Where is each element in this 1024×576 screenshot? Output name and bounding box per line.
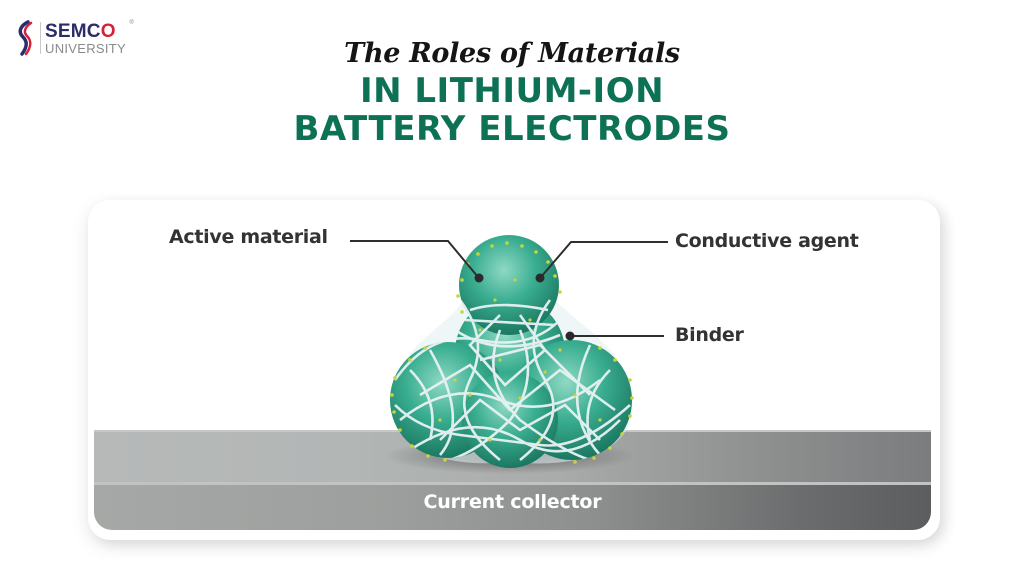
active-material-marker	[474, 273, 484, 283]
page-title: The Roles of Materials IN LITHIUM-ION BA…	[0, 38, 1024, 148]
conductive-agent-label: Conductive agent	[675, 230, 859, 252]
logo-brand: SEMCO®	[45, 19, 135, 42]
title-main-line-2: BATTERY ELECTRODES	[293, 109, 731, 149]
logo-subtitle: UNIVERSITY	[45, 40, 127, 56]
title-script-line: The Roles of Materials	[344, 38, 680, 69]
binder-network	[393, 299, 632, 462]
semco-university-logo: SEMCO® UNIVERSITY	[14, 18, 135, 58]
conductive-agent-marker	[535, 273, 545, 283]
conductive-agent-leader	[540, 241, 668, 278]
current-collector-label: Current collector	[423, 491, 602, 513]
leader-lines	[350, 240, 668, 337]
active-material-label: Active material	[169, 226, 328, 248]
current-collector-edge	[94, 482, 931, 485]
binder-marker	[565, 331, 575, 341]
binder-label: Binder	[675, 324, 744, 346]
active-material-leader	[350, 240, 479, 278]
logo-divider	[40, 22, 41, 54]
title-main-line-1: IN LITHIUM-ION	[359, 71, 665, 111]
semco-swoosh-icon	[18, 20, 33, 56]
current-collector-front	[94, 485, 931, 530]
